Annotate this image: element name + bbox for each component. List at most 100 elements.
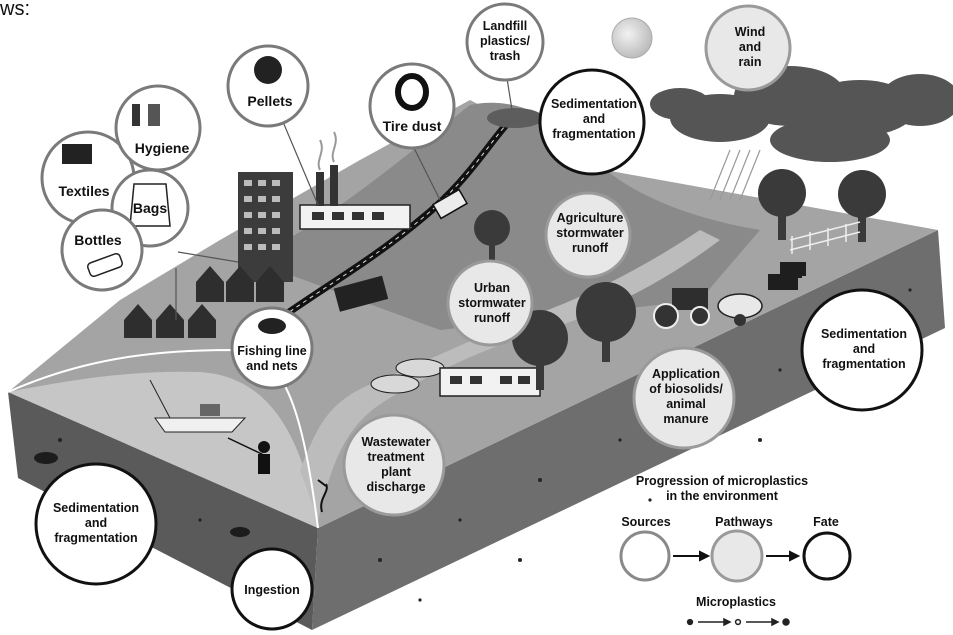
source-bubble-fishing: Fishing line and nets bbox=[230, 306, 314, 390]
bottle-icon bbox=[148, 104, 160, 126]
pathway-bubble-wastewater: Wastewater treatment plant discharge bbox=[342, 413, 446, 517]
soil-right-face bbox=[312, 230, 945, 630]
label-landfill-2: plastics/ bbox=[480, 34, 531, 48]
fate-bubbles: Sedimentation and fragmentation Sediment… bbox=[34, 68, 924, 631]
label-fishing-2: and nets bbox=[246, 359, 297, 373]
label-ingestion: Ingestion bbox=[244, 583, 300, 597]
apartment-tower bbox=[238, 172, 293, 282]
pathway-bubble-biosolids: Application of biosolids/ animal manure bbox=[632, 346, 736, 450]
label-sed-top-2: and bbox=[583, 112, 605, 126]
label-sed-left-2: and bbox=[85, 516, 107, 530]
shore-line bbox=[7, 348, 319, 529]
pathway-bubbles: Wind and rain Agriculture stormwater run… bbox=[342, 4, 792, 517]
sun bbox=[611, 17, 653, 59]
label-bio-4: manure bbox=[663, 412, 708, 426]
label-agri-2: stormwater bbox=[556, 226, 624, 240]
shirt-icon bbox=[62, 144, 92, 164]
label-sed-left-3: fragmentation bbox=[54, 531, 137, 545]
legend-pathways-label: Pathways bbox=[715, 515, 773, 529]
label-bio-2: of biosolids/ bbox=[649, 382, 723, 396]
label-landfill-3: trash bbox=[490, 49, 521, 63]
fate-bubble-sed-left: Sedimentation and fragmentation bbox=[34, 462, 158, 586]
label-hygiene: Hygiene bbox=[135, 140, 190, 156]
label-agri-3: runoff bbox=[572, 241, 609, 255]
label-wind-3: rain bbox=[739, 55, 762, 69]
label-bio-1: Application bbox=[652, 367, 720, 381]
label-sed-left-1: Sedimentation bbox=[53, 501, 139, 515]
houses bbox=[124, 266, 284, 338]
label-urban-3: runoff bbox=[474, 311, 511, 325]
label-agri-1: Agriculture bbox=[557, 211, 624, 225]
label-wind-1: Wind bbox=[735, 25, 765, 39]
treatment-tanks bbox=[370, 358, 445, 394]
label-ww-4: discharge bbox=[366, 480, 425, 494]
label-sed-top-3: fragmentation bbox=[552, 127, 635, 141]
label-sed-top-1: Sedimentation bbox=[551, 97, 637, 111]
pathway-bubble-agriculture: Agriculture stormwater runoff bbox=[544, 191, 632, 279]
storm-clouds bbox=[650, 66, 953, 162]
factory bbox=[299, 131, 411, 230]
boat bbox=[149, 379, 247, 433]
source-bubble-landfill: Landfill plastics/ trash bbox=[465, 2, 545, 82]
source-bubbles: Textiles Hygiene Bags Bottles Pellets Ti… bbox=[40, 2, 545, 390]
label-sed-right-1: Sedimentation bbox=[821, 327, 907, 341]
label-bags: Bags bbox=[133, 200, 167, 216]
tractor bbox=[653, 288, 763, 329]
tire-icon bbox=[395, 73, 429, 111]
source-bubble-hygiene: Hygiene bbox=[114, 84, 202, 172]
bag-icon bbox=[129, 183, 171, 227]
treatment-building bbox=[439, 367, 541, 397]
source-bubble-bottles: Bottles bbox=[60, 208, 144, 292]
label-bio-3: animal bbox=[666, 397, 706, 411]
fate-bubble-sed-top: Sedimentation and fragmentation bbox=[538, 68, 646, 176]
legend: Progression of microplastics in the envi… bbox=[619, 474, 852, 627]
label-ww-3: plant bbox=[381, 465, 412, 479]
bay-water bbox=[8, 371, 318, 528]
source-bubble-pellets: Pellets bbox=[226, 44, 310, 128]
label-landfill-1: Landfill bbox=[483, 19, 527, 33]
source-bubble-tire-dust: Tire dust bbox=[368, 62, 456, 150]
legend-microplastics-label: Microplastics bbox=[696, 595, 776, 609]
toothbrush-icon bbox=[132, 104, 140, 126]
label-urban-2: stormwater bbox=[458, 296, 526, 310]
pellets-icon bbox=[254, 56, 282, 84]
fisherman bbox=[227, 437, 270, 474]
truck bbox=[431, 188, 469, 220]
rain bbox=[709, 149, 761, 201]
legend-sources-label: Sources bbox=[621, 515, 670, 529]
heron bbox=[317, 479, 328, 513]
fish bbox=[34, 452, 250, 537]
connector-lines bbox=[175, 71, 513, 320]
label-tire-dust: Tire dust bbox=[383, 118, 442, 134]
road bbox=[242, 112, 518, 348]
label-textiles: Textiles bbox=[58, 183, 109, 199]
legend-fate-label: Fate bbox=[813, 515, 839, 529]
label-sed-right-3: fragmentation bbox=[822, 357, 905, 371]
landfill-mound bbox=[487, 108, 543, 128]
legend-fate-circle bbox=[802, 531, 852, 581]
label-fishing-1: Fishing line bbox=[237, 344, 306, 358]
label-pellets: Pellets bbox=[247, 93, 292, 109]
net-icon bbox=[258, 318, 286, 334]
caption-fragment: ws: bbox=[0, 0, 30, 20]
pathway-bubble-urban: Urban stormwater runoff bbox=[446, 259, 534, 347]
legend-arrows bbox=[673, 550, 801, 562]
fate-bubble-sed-right: Sedimentation and fragmentation bbox=[800, 288, 924, 412]
label-ww-1: Wastewater bbox=[361, 435, 430, 449]
livestock bbox=[768, 262, 806, 290]
label-bottles: Bottles bbox=[74, 232, 122, 248]
pathway-bubble-wind-rain: Wind and rain bbox=[704, 4, 792, 92]
legend-source-circle bbox=[619, 530, 671, 582]
bottle-icon bbox=[87, 252, 123, 278]
legend-pathway-circle bbox=[710, 529, 764, 583]
label-ww-2: treatment bbox=[368, 450, 426, 464]
legend-title-1: Progression of microplastics bbox=[636, 474, 808, 488]
label-urban-1: Urban bbox=[474, 281, 510, 295]
fate-bubble-ingestion: Ingestion bbox=[230, 547, 314, 631]
legend-title-2: in the environment bbox=[666, 489, 779, 503]
source-bubble-textiles: Textiles bbox=[40, 130, 136, 226]
legend-microplastics-progression bbox=[686, 617, 790, 627]
fence bbox=[789, 221, 861, 254]
shed bbox=[333, 275, 389, 312]
